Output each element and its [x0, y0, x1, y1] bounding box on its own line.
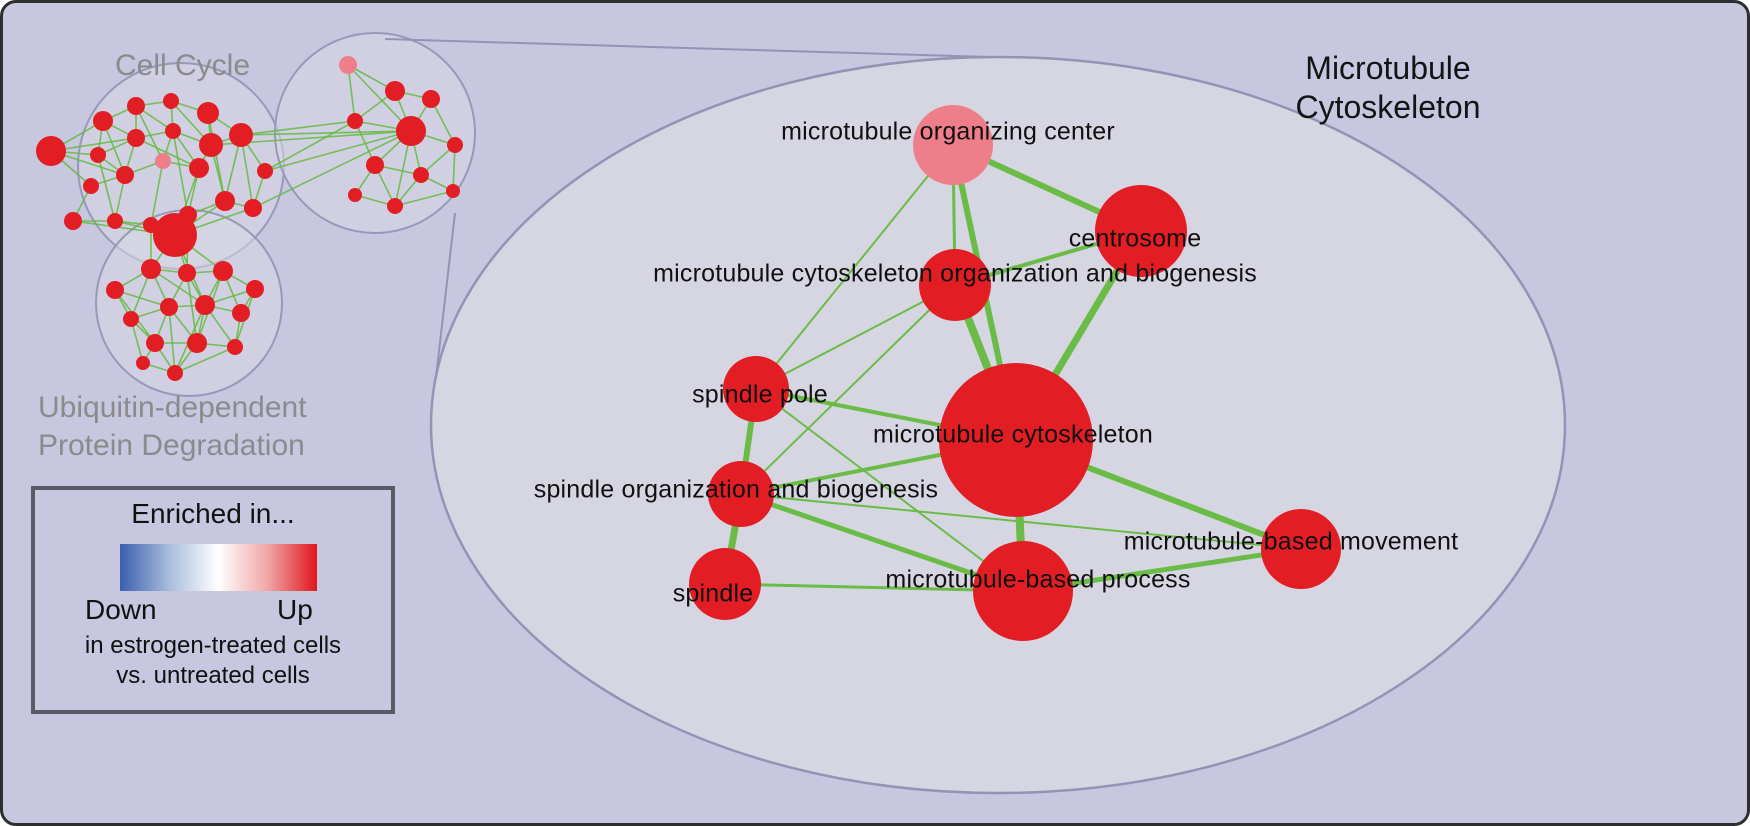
legend-gradient-bar: [120, 544, 317, 591]
overview-node: [160, 298, 178, 316]
overview-node: [387, 198, 403, 214]
overview-node: [163, 93, 179, 109]
overview-node: [257, 163, 273, 179]
overview-node: [36, 136, 66, 166]
overview-node: [232, 304, 250, 322]
overview-node: [348, 188, 362, 202]
detail-edge-mco-spindle_org: [740, 284, 956, 495]
detail-node-spindle: [689, 548, 761, 620]
overview-node: [199, 133, 223, 157]
overview-node: [155, 153, 171, 169]
legend-caption-line1: in estrogen-treated cells: [84, 632, 342, 659]
legend-caption-line2: vs. untreated cells: [116, 662, 310, 689]
overview-node: [347, 113, 363, 129]
overview-edge: [114, 289, 170, 308]
overview-node: [244, 199, 262, 217]
overview-edge: [135, 137, 200, 169]
overview-edge: [168, 306, 176, 374]
overview-node: [93, 111, 113, 131]
overview-edge: [347, 64, 356, 122]
overview-node: [195, 295, 215, 315]
ubiquitin-label-line1: Ubiquitin-dependent: [38, 391, 307, 424]
overview-node: [64, 212, 82, 230]
microtubule-cluster-title: Microtubule Cytoskeleton: [1296, 49, 1481, 127]
overview-edge: [240, 130, 412, 136]
overview-node: [366, 156, 384, 174]
overview-edge: [172, 130, 189, 216]
overview-node: [167, 365, 183, 381]
overview-edge: [240, 134, 254, 209]
overview-node: [106, 281, 124, 299]
microtubule-title-line1: Microtubule: [1305, 50, 1471, 86]
enrichment-map-network: [36, 32, 1567, 795]
detail-node-mtc: [939, 363, 1093, 517]
detail-node-mco: [919, 249, 991, 321]
detail-edge-spindle_pole-mbp: [755, 388, 1024, 592]
overview-node: [197, 102, 219, 124]
overview-node: [413, 167, 429, 183]
overview-node: [246, 280, 264, 298]
overview-node: [227, 339, 243, 355]
overview-node: [127, 129, 145, 147]
ubiquitin-label-line2: Protein Degradation: [38, 429, 305, 462]
overview-edge: [252, 130, 412, 209]
overview-node: [385, 81, 405, 101]
overview-edge: [186, 272, 198, 344]
overview-edge: [240, 120, 356, 136]
overview-node: [339, 56, 357, 74]
overview-node: [127, 97, 145, 115]
overview-edge: [135, 105, 164, 162]
legend-title: Enriched in...: [131, 498, 295, 529]
overview-edge: [207, 112, 226, 202]
detail-edge-mco-spindle_pole: [755, 284, 956, 390]
overview-node: [446, 184, 460, 198]
overview-node: [396, 116, 426, 146]
overview-edge: [97, 154, 116, 222]
overview-node: [107, 213, 123, 229]
cell-cycle-cluster-label: Cell Cycle: [115, 49, 251, 82]
overview-node: [90, 147, 106, 163]
zoom-callout-line: [384, 38, 990, 58]
overview-edge: [264, 120, 356, 172]
detail-node-moc: [913, 105, 993, 185]
detail-node-mbm: [1261, 509, 1341, 589]
legend-box: Enriched in... Down Up in estrogen-treat…: [31, 486, 395, 714]
overview-edge: [174, 346, 236, 374]
overview-node: [116, 166, 134, 184]
overview-edge: [394, 190, 454, 207]
overview-node: [153, 213, 197, 257]
overview-edge: [347, 64, 412, 132]
overview-node: [136, 356, 150, 370]
ubiquitin-cluster-label: Ubiquitin-dependent Protein Degradation: [38, 389, 307, 465]
detail-node-centrosome: [1095, 185, 1187, 277]
legend-up-label: Up: [277, 594, 313, 625]
overview-node: [165, 123, 181, 139]
overview-node: [189, 158, 209, 178]
overview-node: [229, 123, 253, 147]
detail-edge-moc-spindle_pole: [755, 144, 954, 390]
detail-node-spindle_org: [708, 461, 774, 527]
detail-node-spindle_pole: [723, 356, 789, 422]
microtubule-title-line2: Cytoskeleton: [1295, 89, 1481, 125]
overview-node: [83, 178, 99, 194]
overview-node: [141, 259, 161, 279]
overview-node: [422, 90, 440, 108]
overview-node: [123, 311, 139, 327]
overview-node: [215, 191, 235, 211]
overview-node: [213, 261, 233, 281]
overview-node: [447, 137, 463, 153]
overview-edge: [150, 160, 164, 226]
legend-down-label: Down: [85, 594, 157, 625]
overview-edge: [150, 268, 206, 306]
overview-edge: [264, 130, 412, 172]
overview-node: [178, 264, 196, 282]
overview-node: [187, 333, 207, 353]
detail-node-mbp: [973, 541, 1073, 641]
overview-node: [146, 334, 164, 352]
